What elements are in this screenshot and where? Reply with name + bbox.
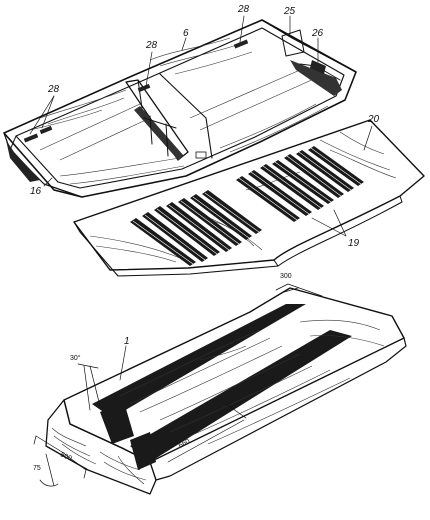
dim-300: 300 [280, 273, 292, 280]
beam-block [45, 287, 407, 495]
boat-leaders [29, 15, 319, 187]
label-28-mid: 28 [145, 40, 158, 51]
dim-75: 75 [33, 465, 41, 472]
label-19: 19 [348, 238, 360, 249]
floor-slats-left [130, 190, 262, 266]
floor-leaders [311, 125, 373, 237]
label-16: 16 [30, 186, 42, 197]
dim-660: 660 [178, 438, 192, 450]
beam-dimensions [33, 283, 323, 487]
floor-slats-right [236, 146, 364, 222]
dim-500: 500 [59, 451, 73, 462]
label-28-left: 28 [47, 84, 60, 95]
floor-board [73, 119, 425, 277]
label-25: 25 [283, 6, 296, 17]
label-1: 1 [124, 336, 130, 347]
label-20: 20 [367, 114, 380, 125]
label-26: 26 [311, 28, 324, 39]
label-28-right: 28 [237, 4, 250, 15]
boat-hull [3, 19, 357, 198]
dim-30-degree: 30° [70, 354, 81, 362]
label-6: 6 [183, 28, 189, 39]
